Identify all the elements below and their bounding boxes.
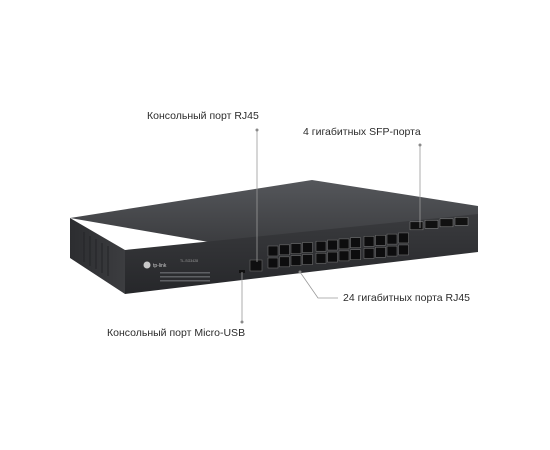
- rj45-port: [350, 237, 361, 248]
- rj45-console-port: [249, 259, 263, 272]
- rj45-port: [290, 243, 302, 254]
- rj45-port: [290, 255, 302, 266]
- label-rj45-ports: 24 гигабитных порта RJ45: [343, 292, 471, 304]
- rj45-port: [386, 233, 398, 245]
- label-sfp-ports: 4 гигабитных SFP-порта: [303, 126, 421, 138]
- sfp-port-group: [409, 217, 469, 231]
- rj45-port: [327, 251, 338, 263]
- rj45-port: [363, 248, 375, 259]
- rj45-port: [327, 239, 338, 251]
- rj45-port: [279, 256, 290, 268]
- sfp-port: [454, 217, 469, 226]
- brand-text: tp-link: [153, 263, 167, 269]
- rj45-port: [338, 250, 350, 262]
- rj45-port: [315, 252, 327, 264]
- sfp-port: [439, 218, 454, 228]
- rj45-port: [375, 235, 386, 246]
- tp-link-logo: tp-link TL-SG3428: [143, 259, 198, 269]
- sfp-port: [409, 221, 424, 231]
- rj45-port: [302, 254, 313, 265]
- chassis-side: [70, 218, 125, 294]
- label-console-rj45: Консольный порт RJ45: [147, 110, 259, 122]
- rj45-port: [363, 236, 375, 247]
- rj45-port: [267, 245, 279, 257]
- label-console-micro-usb: Консольный порт Micro-USB: [107, 327, 246, 339]
- led-panel: [160, 272, 210, 282]
- rj45-port: [279, 244, 290, 256]
- rj45-port: [350, 249, 361, 260]
- rj45-port-group: [267, 232, 409, 269]
- rj45-port: [267, 257, 279, 269]
- side-vents: [83, 232, 109, 276]
- leader-lines: [241, 130, 421, 322]
- model-text: TL-SG3428: [180, 259, 198, 263]
- rj45-port: [398, 232, 409, 244]
- sfp-port: [424, 220, 439, 229]
- rj45-port: [315, 240, 327, 252]
- rj45-port: [302, 242, 313, 253]
- rj45-port: [338, 238, 350, 250]
- rj45-port: [386, 245, 398, 257]
- leader-rj45: [299, 271, 338, 299]
- rj45-port: [398, 244, 409, 256]
- micro-usb-port: [239, 270, 245, 273]
- leader-dots: [240, 128, 422, 324]
- rj45-port: [375, 247, 386, 258]
